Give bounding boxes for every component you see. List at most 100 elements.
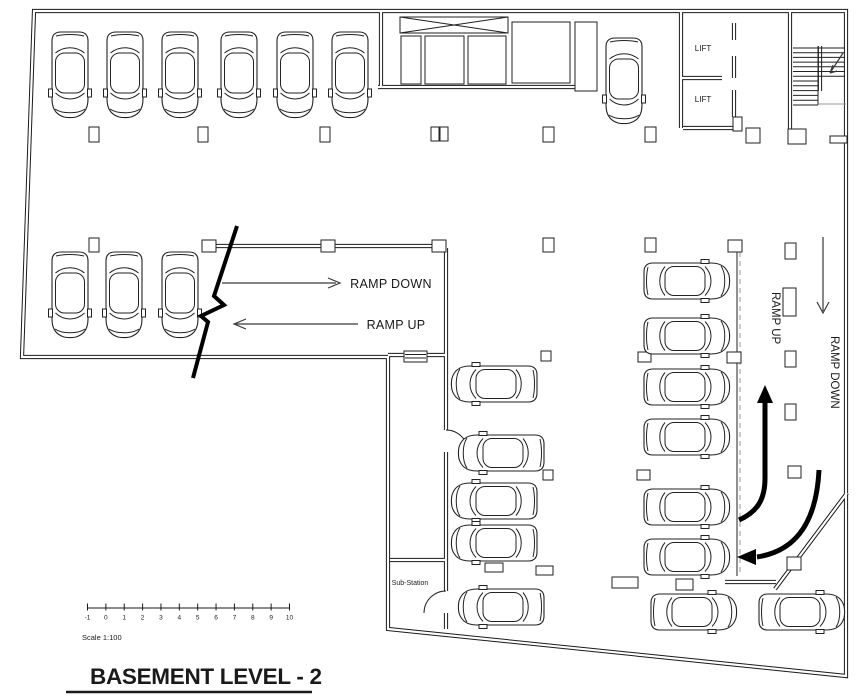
vent-shaft-cross	[399, 16, 509, 34]
ramp-down-flow-arrow	[756, 469, 822, 560]
wall-vent-hatch	[405, 354, 426, 359]
scale-tick-label: 3	[159, 615, 163, 622]
columns-layer	[88, 116, 848, 571]
column	[784, 350, 797, 368]
car	[643, 414, 731, 460]
scale-tick-label: 5	[196, 615, 200, 622]
stair-direction-arrow-icon	[829, 52, 844, 74]
column	[745, 127, 761, 144]
ramp-down-flow-arrowhead-icon	[737, 549, 756, 565]
wheel-stop	[675, 578, 694, 591]
car	[643, 534, 731, 580]
column	[732, 116, 743, 132]
car	[157, 31, 203, 119]
scale-tick-label: -1	[85, 615, 91, 622]
car	[157, 251, 203, 339]
store-room	[424, 35, 465, 85]
column	[88, 237, 100, 253]
car	[216, 31, 262, 119]
ramp-down-vertical-label: RAMP DOWN	[828, 336, 840, 409]
car	[457, 430, 545, 476]
scale-tick-label: 6	[214, 615, 218, 622]
wheel-stop	[484, 562, 504, 573]
car	[102, 31, 148, 119]
column	[540, 350, 552, 362]
scale-note: Scale 1:100	[82, 633, 122, 642]
scale-tick-label: 4	[178, 615, 182, 622]
car	[450, 520, 538, 566]
ramp-down-arrow-right-icon	[222, 277, 342, 289]
wheel-stop	[535, 565, 554, 576]
scale-ticks: -1 0 1 2 3 4 5 6 7 8 9 10	[85, 603, 294, 622]
car	[643, 364, 731, 410]
column	[542, 126, 555, 143]
wheel-stop	[611, 576, 639, 589]
column	[636, 469, 651, 481]
store-room	[574, 21, 598, 92]
ramp-arrows	[191, 225, 830, 565]
scale-tick-label: 10	[286, 615, 294, 622]
title-block: BASEMENT LEVEL - 2	[66, 664, 322, 694]
car	[650, 589, 738, 635]
stair-treads-lower	[793, 80, 818, 106]
car	[47, 251, 93, 339]
substation-label: Sub-Station	[392, 580, 429, 587]
scale-tick-label: 0	[104, 615, 108, 622]
column	[782, 287, 797, 317]
column	[644, 126, 657, 143]
column	[784, 242, 797, 260]
wheel-stops-layer	[484, 562, 694, 591]
scale-tick-label: 1	[122, 615, 126, 622]
ramp-up-vertical-label: RAMP UP	[769, 292, 781, 345]
ramp-down-label: RAMP DOWN	[350, 277, 432, 291]
ramp-up-flow-arrowhead-icon	[757, 385, 773, 403]
car	[450, 361, 538, 407]
staircase	[793, 46, 846, 106]
car	[643, 484, 731, 530]
column	[637, 351, 652, 363]
car	[272, 31, 318, 119]
column	[439, 126, 449, 142]
column	[430, 126, 440, 142]
car	[601, 37, 647, 125]
lift-lower-label: LIFT	[695, 95, 712, 104]
scale-tick-label: 7	[233, 615, 237, 622]
ramp-break-line	[191, 225, 239, 379]
column	[787, 465, 802, 479]
column	[829, 135, 848, 144]
car	[450, 478, 538, 524]
column	[726, 351, 742, 364]
column	[319, 126, 331, 143]
service-rooms	[399, 16, 598, 92]
car	[47, 31, 93, 119]
car	[101, 251, 147, 339]
substation-door-arc	[423, 590, 447, 614]
car	[457, 584, 545, 630]
wall-vent-block	[403, 350, 428, 363]
column	[320, 239, 336, 253]
column	[201, 239, 217, 253]
column	[644, 237, 657, 253]
column	[542, 237, 555, 253]
column	[727, 239, 743, 253]
plan-labels: LIFT LIFT RAMP DOWN RAMP UP RAMP UP RAMP…	[350, 44, 840, 587]
car	[758, 589, 846, 635]
stair-treads-upper	[793, 47, 845, 77]
scale-tick-label: 2	[141, 615, 145, 622]
lift-upper-label: LIFT	[695, 44, 712, 53]
car	[327, 31, 373, 119]
store-room	[400, 35, 422, 85]
column	[786, 556, 802, 571]
scale-bar: -1 0 1 2 3 4 5 6 7 8 9 10 Scale 1:100	[82, 603, 294, 642]
store-room	[511, 21, 571, 84]
column	[197, 126, 209, 143]
car	[643, 258, 731, 304]
scale-tick-label: 9	[269, 615, 273, 622]
ramp-down-arrow-down-icon	[816, 237, 830, 315]
scale-tick-label: 8	[251, 615, 255, 622]
ramp-up-label: RAMP UP	[367, 318, 426, 332]
ramp-up-arrow-left-icon	[232, 318, 358, 330]
column	[542, 469, 554, 481]
store-room	[467, 35, 507, 85]
